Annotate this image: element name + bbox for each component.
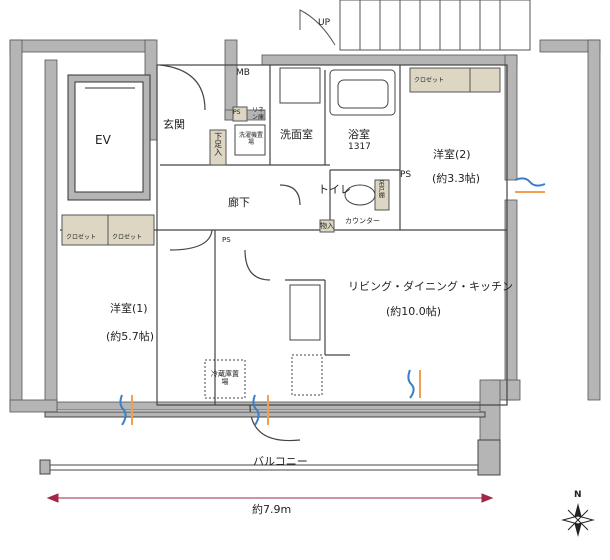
entrance-label: 玄関 bbox=[163, 118, 185, 131]
ldk-label: リビング・ダイニング・キッチン bbox=[348, 280, 513, 293]
toilet-label: トイレ bbox=[318, 183, 351, 196]
dimension-line bbox=[46, 493, 494, 503]
closet-label: クロゼット bbox=[414, 77, 445, 84]
room1-size-label: (約5.7帖) bbox=[106, 330, 155, 343]
hanging-cabinet-label: 吊戸棚 bbox=[377, 180, 385, 198]
fridge-space-label: 冷蔵庫置場 bbox=[211, 370, 239, 387]
stairs-up-label: UP bbox=[318, 18, 331, 28]
room1-label: 洋室(1) bbox=[110, 302, 148, 315]
stairs bbox=[299, 0, 531, 51]
ps-label: PS bbox=[233, 109, 241, 116]
closet-label-3: クロゼット bbox=[112, 234, 143, 241]
counter-label: カウンター bbox=[345, 217, 380, 225]
air-flow-icons bbox=[119, 177, 546, 426]
meter-box-label: MB bbox=[236, 68, 250, 78]
compass-icon bbox=[561, 503, 595, 537]
ldk-size-label: (約10.0帖) bbox=[386, 305, 442, 318]
elevator-label: EV bbox=[95, 133, 111, 147]
elevator bbox=[67, 74, 151, 201]
fixtures bbox=[204, 67, 396, 399]
linen-label: リネン庫 bbox=[251, 107, 264, 122]
width-dimension-label: 約7.9m bbox=[252, 503, 292, 516]
washroom-label: 洗面室 bbox=[280, 128, 313, 141]
balcony-label: バルコニー bbox=[253, 455, 308, 468]
closets bbox=[61, 67, 501, 246]
balcony bbox=[39, 411, 501, 476]
room2-size-label: (約3.3帖) bbox=[432, 172, 481, 185]
closet-label-2: クロゼット bbox=[66, 234, 97, 241]
hallway-label: 廊下 bbox=[228, 196, 250, 209]
bath-label: 浴室 bbox=[348, 128, 370, 141]
room2-label: 洋室(2) bbox=[433, 148, 471, 161]
ps-label-2: PS bbox=[400, 170, 412, 180]
ps-label-3: PS bbox=[222, 236, 231, 244]
north-label: N bbox=[574, 490, 582, 500]
bath-size-label: 1317 bbox=[348, 142, 371, 152]
washer-space-label: 洗濯機置場 bbox=[238, 132, 263, 147]
storage-label: 物入 bbox=[320, 222, 334, 230]
shoe-storage-label: 下足入 bbox=[213, 132, 223, 156]
walls bbox=[9, 39, 601, 461]
